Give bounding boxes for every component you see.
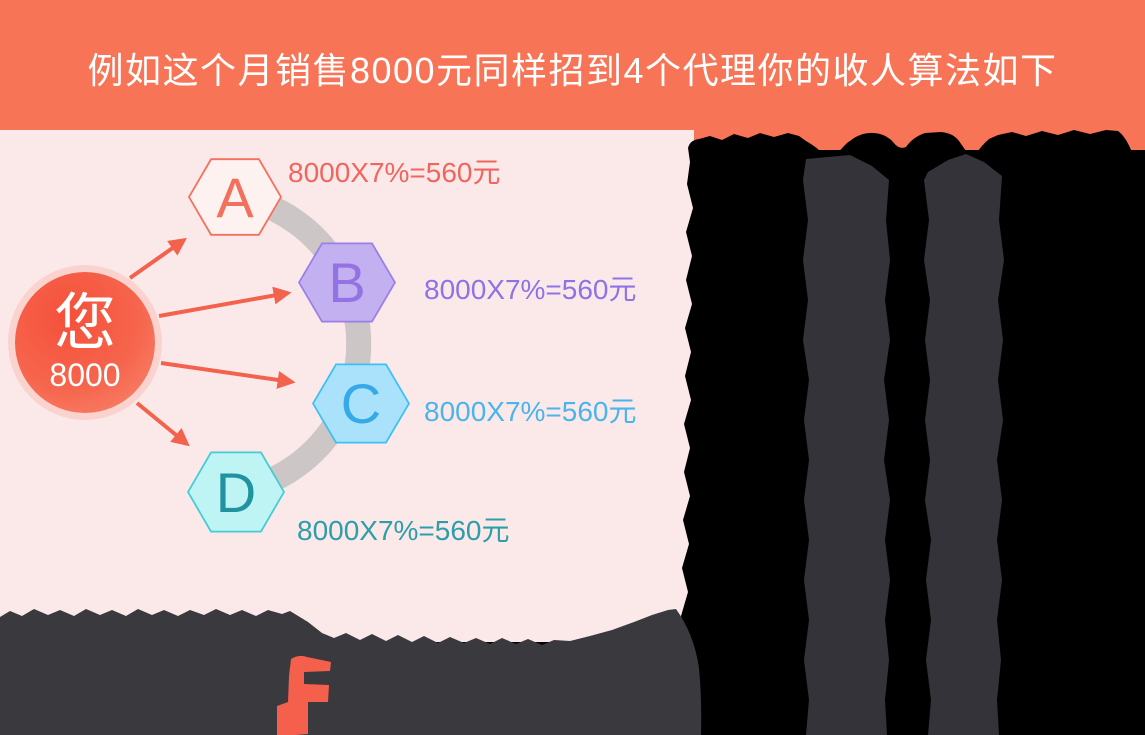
banner-title: 例如这个月销售8000元同样招到4个代理你的收人算法如下 xyxy=(87,50,1058,91)
redacted-column-2 xyxy=(924,154,1004,735)
node-hexagon-c-letter: C xyxy=(314,365,408,442)
node-hexagon-b-letter: B xyxy=(300,244,394,321)
formula-label-c: 8000X7%=560元 xyxy=(424,396,637,427)
node-hexagon-d: D xyxy=(187,447,285,537)
node-hexagon-c: C xyxy=(312,359,410,448)
node-hexagon-d-letter: D xyxy=(189,453,283,531)
formula-label-a: 8000X7%=560元 xyxy=(288,157,501,188)
banner: 例如这个月销售8000元同样招到4个代理你的收人算法如下 xyxy=(0,0,1145,150)
formula-label-b: 8000X7%=560元 xyxy=(424,274,637,305)
accent-blob xyxy=(277,655,331,735)
redacted-column-1 xyxy=(803,155,890,735)
node-hexagon-a-letter: A xyxy=(190,160,280,234)
root-node: 您 8000 xyxy=(15,272,155,413)
node-hexagon-b: B xyxy=(298,238,396,327)
root-node-label: 您 xyxy=(53,289,116,359)
formula-label-d: 8000X7%=560元 xyxy=(297,515,510,546)
root-node-value: 8000 xyxy=(49,356,121,393)
node-hexagon-a: A xyxy=(188,154,282,240)
redacted-right-block xyxy=(681,130,1145,735)
